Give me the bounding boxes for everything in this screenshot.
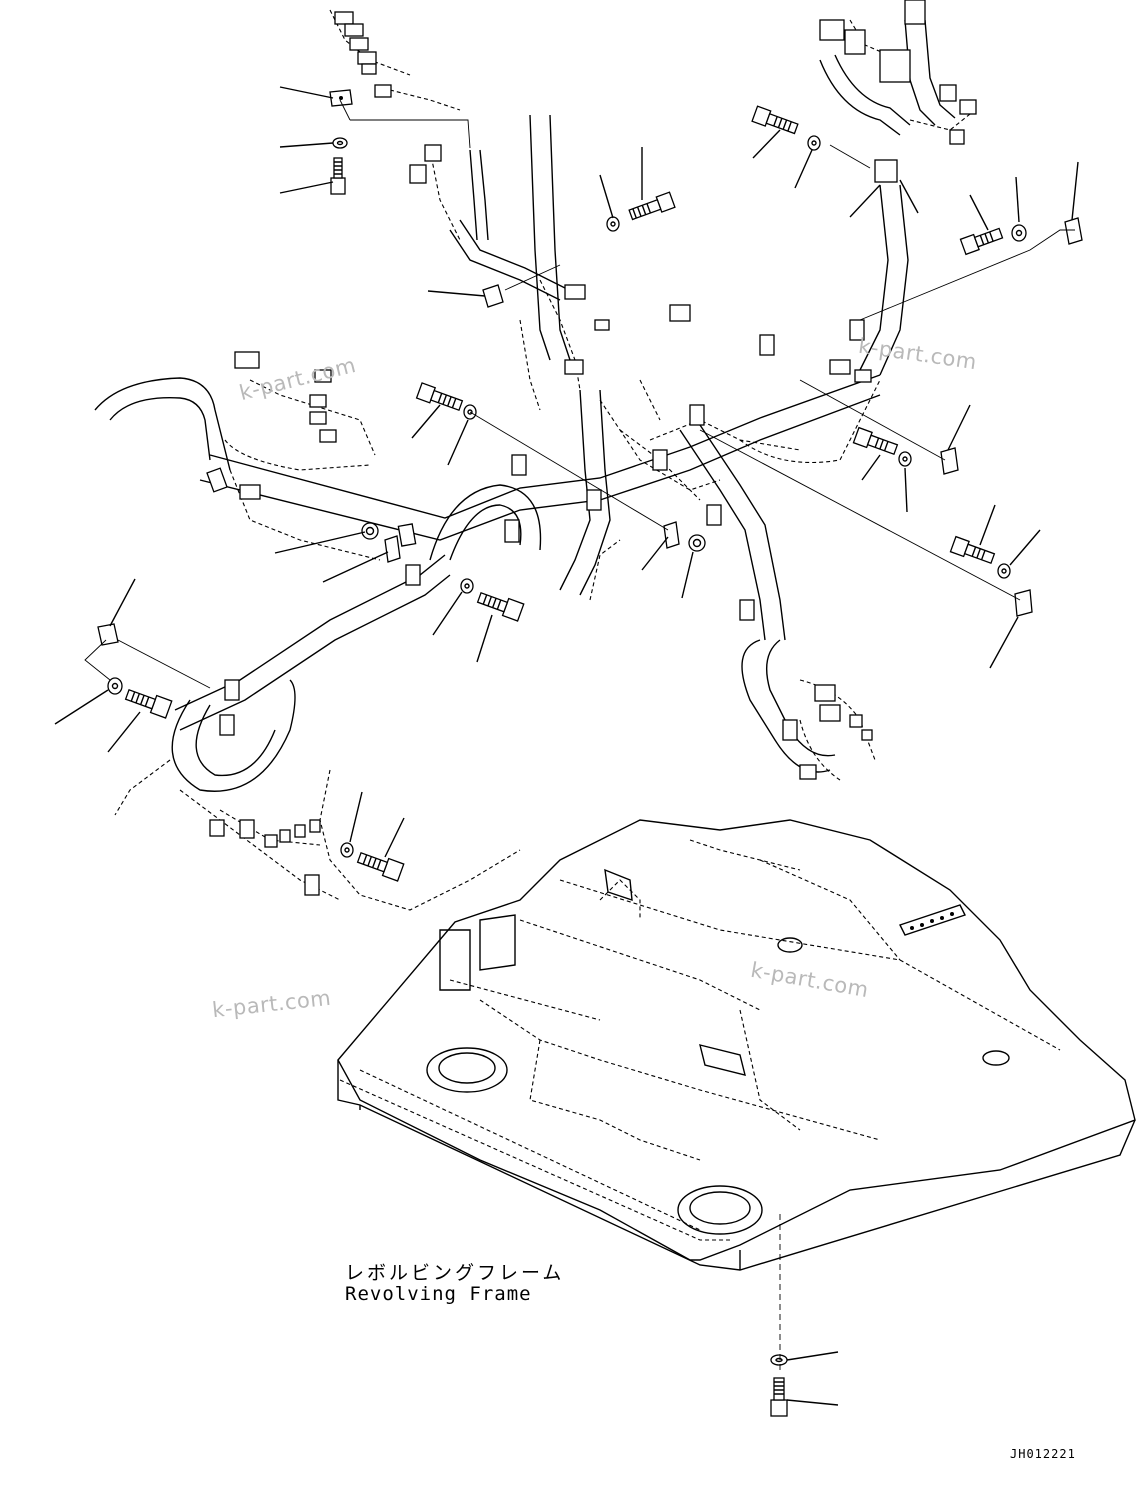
bolt-icon [628,191,676,221]
bolt-icon [770,1377,788,1417]
clamp-icon [1014,589,1033,617]
washer-icon [460,578,474,594]
main-harness-tubes [94,19,956,792]
clamps [206,159,898,896]
washer-icon [332,137,348,149]
clamp-icon [384,535,401,563]
leader-lines [54,86,1079,1406]
clamp-icon [482,284,504,308]
washer-icon [688,534,706,552]
bolt-icon [476,591,525,622]
clamp-icon [940,447,959,475]
washer-icon [807,135,821,151]
washer-icon [340,842,354,858]
washer-icon [898,451,912,467]
washer-icon [770,1354,788,1366]
bolt-icon [330,157,346,195]
bolt-icon [949,535,996,565]
clamp-icon [663,521,680,549]
bolt-icon [959,227,1004,256]
bolts [124,105,1004,1417]
brackets [97,89,1083,646]
bolt-icon [415,382,464,412]
washer-icon [107,677,123,695]
drawing-number: JH012221 [1010,1447,1076,1461]
washer-icon [361,522,379,540]
frame-label-english: Revolving Frame [345,1283,532,1305]
clamp-icon [1064,217,1083,245]
revolving-frame [337,819,1136,1271]
washer-icon [606,216,620,232]
dashed-wires [114,9,976,911]
washer-icon [1011,224,1027,242]
connectors [209,0,977,848]
clamp-icon [97,623,119,646]
frame-label-japanese: レボルビングフレーム [345,1262,565,1284]
bolt-icon [852,426,899,456]
bolt-icon [124,688,173,719]
washer-icon [997,563,1011,579]
bolt-icon [356,851,405,882]
bolt-icon [751,105,799,135]
clamp-icon [329,89,353,107]
